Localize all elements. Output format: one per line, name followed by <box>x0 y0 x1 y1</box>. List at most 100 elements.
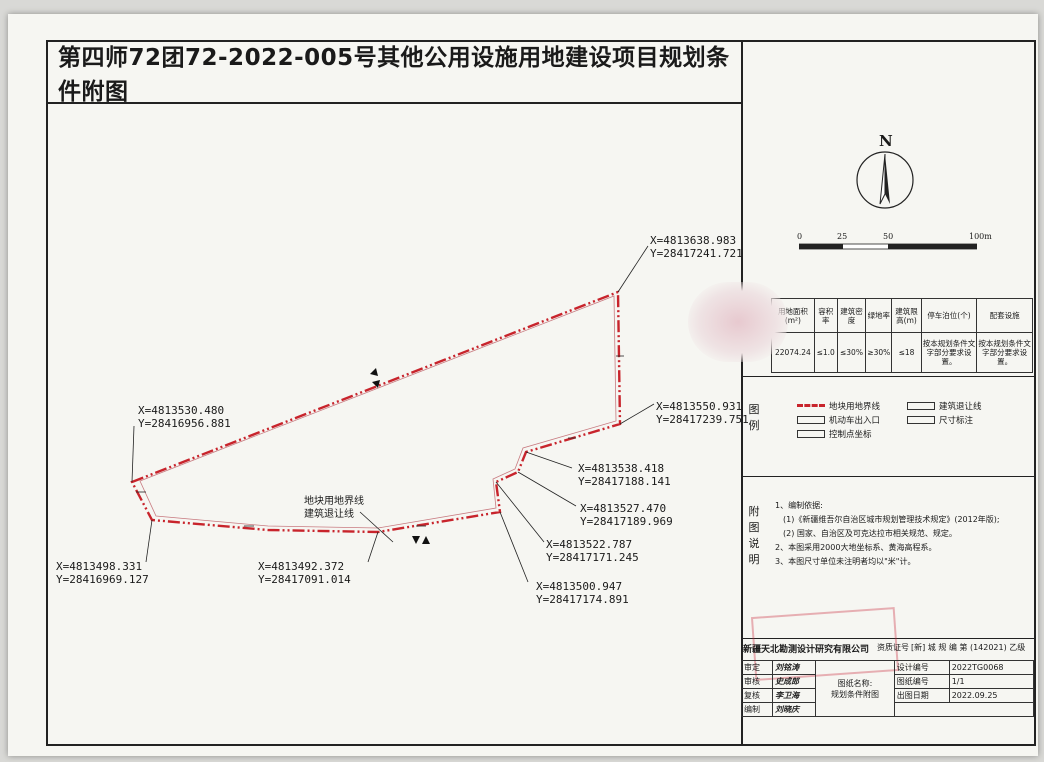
note-line: (1)《新疆维吾尔自治区城市规划管理技术规定》(2012年版); <box>783 515 1000 524</box>
leader-line <box>145 519 153 563</box>
scale-tick: 0 <box>797 232 803 241</box>
legend-item: 尺寸标注 <box>939 416 974 426</box>
setback-swatch-icon <box>907 402 935 410</box>
role-label: 审定 <box>740 660 774 675</box>
coord-label: X=4813527.470 Y=28417189.969 <box>580 502 673 528</box>
table-header: 停车泊位(个) <box>920 298 978 333</box>
note-line: (2) 国家、自治区及可克达拉市相关规范、规定。 <box>783 529 957 538</box>
vehicle-entrance-icon <box>412 536 420 544</box>
coord-y: Y=28417171.245 <box>546 551 639 564</box>
field-value: 2022.09.25 <box>948 688 1035 703</box>
drawing-name-label: 图纸名称: <box>837 678 873 688</box>
entrance-swatch-icon <box>797 416 825 424</box>
drawing-title: 第四师72团72-2022-005号其他公用设施用地建设项目规划条件附图 <box>48 42 741 105</box>
dimension-swatch-icon <box>907 416 935 424</box>
drawing-frame: 第四师72团72-2022-005号其他公用设施用地建设项目规划条件附图 X=4… <box>46 40 1036 746</box>
coord-y: Y=28417091.014 <box>258 573 351 586</box>
table-cell: ≤30% <box>836 332 867 373</box>
coord-y: Y=28417189.969 <box>580 515 673 528</box>
coord-x: X=4813522.787 <box>546 538 633 551</box>
role-label: 审核 <box>740 674 774 689</box>
leader-line <box>619 403 655 425</box>
coord-x: X=4813492.372 <box>258 560 345 573</box>
blurred-region <box>688 282 788 362</box>
legend-item: 建筑退让线 <box>939 402 982 412</box>
site-plan <box>130 245 655 583</box>
field-value: 2022TG0068 <box>948 660 1035 675</box>
indicator-table: 用地面积(m²) 容积率 建筑密度 绿地率 建筑限高(m) 停车泊位(个) 配套… <box>771 298 1033 373</box>
coord-label: X=4813538.418 Y=28417188.141 <box>578 462 671 488</box>
note-line: 1、编制依据: <box>775 501 823 510</box>
drawing-name: 规划条件附图 <box>830 689 879 699</box>
coord-label: X=4813530.480 Y=28416956.881 <box>138 404 231 430</box>
legend-section-label: 图例 <box>748 403 760 432</box>
setback-line-label: 建筑退让线 <box>304 509 354 520</box>
role-label: 编制 <box>740 702 774 717</box>
signature: 刘晓庆 <box>772 702 817 717</box>
table-cell: ≥30% <box>865 332 893 373</box>
coord-x: X=4813538.418 <box>578 462 665 475</box>
coord-y: Y=28417239.751 <box>656 413 749 426</box>
section-divider <box>741 638 1034 639</box>
table-header: 容积率 <box>813 298 838 333</box>
coord-x: X=4813500.947 <box>536 580 623 593</box>
coord-y: Y=28417174.891 <box>536 593 629 606</box>
note-line: 3、本图尺寸单位未注明者均以"米"计。 <box>775 557 916 566</box>
boundary-swatch-icon <box>797 404 825 412</box>
coord-y: Y=28416956.881 <box>138 417 231 430</box>
vehicle-entrance-icon <box>422 536 430 544</box>
cert-label: 资质证号 <box>877 643 909 652</box>
leader-line <box>495 481 545 543</box>
leader-line <box>525 451 573 469</box>
field-label: 设计编号 <box>893 660 950 675</box>
leader-line <box>499 511 529 583</box>
cert-value: [新] 城 规 编 第 (142021) 乙级 <box>911 643 1026 652</box>
note-line: 2、本图采用2000大地坐标系、黄海高程系。 <box>775 543 937 552</box>
drawing-name-cell: 图纸名称: 规划条件附图 <box>815 660 895 717</box>
vehicle-entrance-icon <box>372 380 380 388</box>
signature: 刘铭涛 <box>772 660 817 675</box>
leader-line <box>617 245 649 293</box>
coord-label: X=4813522.787 Y=28417171.245 <box>546 538 639 564</box>
table-header: 配套设施 <box>976 298 1033 333</box>
coord-y: Y=28417241.721 <box>650 247 743 260</box>
boundary-line-label: 地块用地界线 <box>304 496 364 507</box>
parcel-boundary-line <box>130 290 622 534</box>
control-point-swatch-icon <box>797 430 825 438</box>
scale-tick: 50 <box>883 232 894 241</box>
north-label: N <box>879 132 893 150</box>
legend-item: 地块用地界线 <box>829 402 881 412</box>
scale-bar <box>799 243 977 250</box>
table-cell: ≤18 <box>891 332 922 373</box>
coord-label: X=4813550.931 Y=28417239.751 <box>656 400 749 426</box>
label-leader <box>359 511 394 543</box>
section-divider <box>741 476 1034 477</box>
field-label: 图纸编号 <box>893 674 950 689</box>
table-cell: 按本规划条件文字部分要求设置。 <box>920 332 978 373</box>
drawing-sheet: 第四师72团72-2022-005号其他公用设施用地建设项目规划条件附图 X=4… <box>8 14 1038 756</box>
notes-section-label: 附图说明 <box>748 505 760 566</box>
coord-x: X=4813530.480 <box>138 404 225 417</box>
coord-x: X=4813527.470 <box>580 502 667 515</box>
legend-item: 机动车出入口 <box>829 416 881 426</box>
table-cell: 按本规划条件文字部分要求设置。 <box>976 332 1033 373</box>
legend-item: 控制点坐标 <box>829 430 872 440</box>
scale-tick: 25 <box>837 232 848 241</box>
empty-cell <box>893 702 1035 717</box>
title-block: 审定 刘铭涛 图纸名称: 规划条件附图 设计编号 2022TG0068 审核 史… <box>740 660 1035 717</box>
leader-line <box>367 531 379 563</box>
company-name: 新疆天北勘测设计研究有限公司 <box>743 645 870 655</box>
table-header: 建筑限高(m) <box>891 298 922 333</box>
section-divider <box>741 376 1034 377</box>
leader-line <box>131 425 135 483</box>
signature: 史成郎 <box>772 674 817 689</box>
coord-x: X=4813498.331 <box>56 560 143 573</box>
coord-x: X=4813638.983 <box>650 234 737 247</box>
coord-label: X=4813638.983 Y=28417241.721 <box>650 234 743 260</box>
scale-tick: 100m <box>969 232 992 241</box>
field-value: 1/1 <box>948 674 1035 689</box>
table-header: 建筑密度 <box>836 298 867 333</box>
north-arrow-icon <box>856 151 914 209</box>
vehicle-entrance-icon <box>370 368 378 376</box>
map-area: 第四师72团72-2022-005号其他公用设施用地建设项目规划条件附图 X=4… <box>48 42 749 744</box>
